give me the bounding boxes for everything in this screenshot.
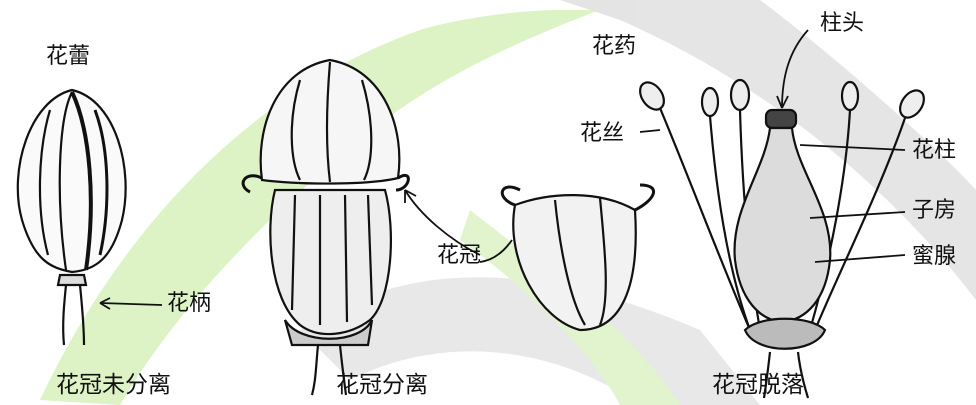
label-style: 花柱 [912, 140, 956, 162]
caption-stage2: 花冠分离 [336, 374, 428, 397]
label-bud: 花蕾 [46, 46, 90, 68]
filament-arrow [640, 130, 660, 132]
caption-stage1: 花冠未分离 [56, 374, 171, 397]
label-filament: 花丝 [580, 123, 624, 145]
label-stigma: 柱头 [820, 13, 864, 35]
label-nectary: 蜜腺 [912, 246, 956, 268]
caption-stage3: 花冠脱落 [712, 374, 804, 397]
label-corolla: 花冠 [437, 245, 481, 267]
label-ovary: 子房 [912, 200, 956, 222]
label-anther: 花药 [592, 36, 636, 58]
label-pedicel: 花柄 [167, 293, 211, 315]
